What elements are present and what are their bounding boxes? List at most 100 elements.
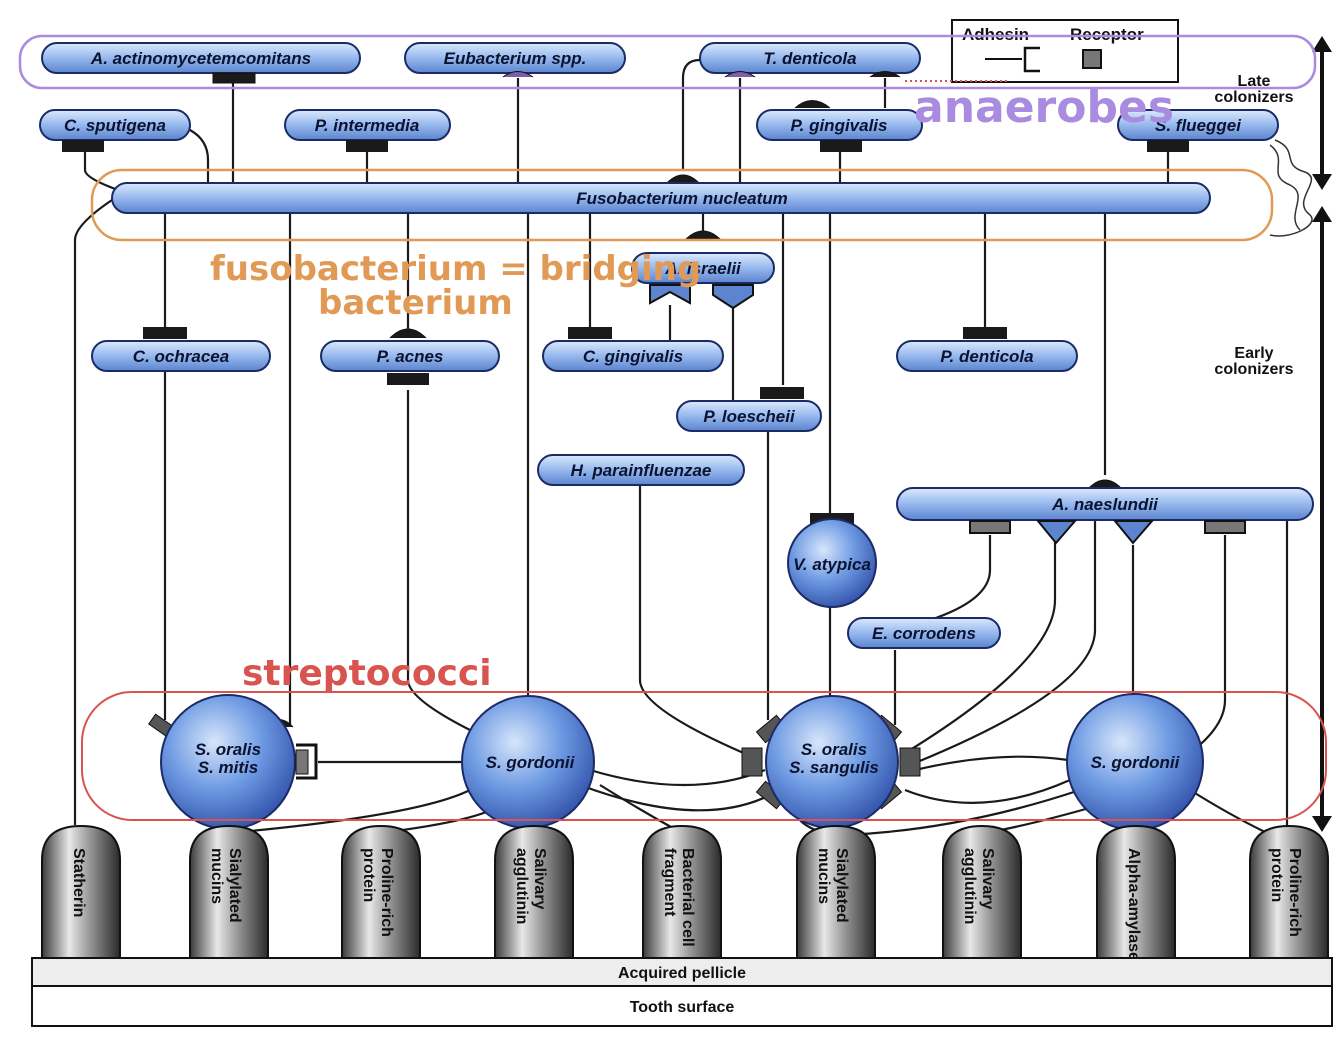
svg-text:S. flueggei: S. flueggei [1155, 116, 1242, 135]
bacterium-t-denticola: T. denticola [699, 42, 921, 78]
late-colonizers: A. actinomycetemcomitans Eubacterium spp… [39, 42, 1313, 237]
anaerobes-highlight-box [18, 34, 1317, 90]
receptor-post: Bacterial cell fragment [642, 824, 722, 961]
bacterium-a-naeslundii: A. naeslundii [896, 479, 1314, 545]
svg-text:P. intermedia: P. intermedia [315, 116, 420, 135]
early-colonizers: S. oralis S. mitis S. gordonii S. oralis… [148, 693, 1204, 831]
early-colonizers-label-2: colonizers [1214, 361, 1293, 378]
bacterium-s-gordonii-2: S. gordonii [1066, 693, 1204, 831]
svg-text:H. parainfluenzae: H. parainfluenzae [571, 461, 712, 480]
svg-text:Statherin: Statherin [70, 848, 87, 917]
fusobacterium-annotation-2: bacterium [318, 283, 513, 323]
bacterium-p-acnes: P. acnes [320, 328, 500, 385]
bacterium-c-ochracea: C. ochracea [91, 327, 271, 372]
streptococci-annotation: streptococci [242, 653, 492, 694]
svg-text:agglutinin: agglutinin [513, 848, 530, 924]
tooth-surface-label: Tooth surface [630, 999, 735, 1016]
tooth-surface-layer [31, 985, 1333, 1027]
svg-text:S. oralis: S. oralis [801, 740, 867, 759]
early-colonizers-label: Early [1234, 345, 1273, 362]
svg-text:S. gordonii: S. gordonii [486, 753, 576, 772]
early-range-arrow-icon [1312, 206, 1332, 832]
connection-lines [73, 58, 1289, 837]
svg-text:V. atypica: V. atypica [793, 555, 871, 574]
svg-text:mucins: mucins [208, 848, 225, 904]
svg-text:T. denticola: T. denticola [763, 49, 856, 68]
bacterium-c-sputigena: C. sputigena [39, 109, 191, 152]
side-labels: Late colonizers Early colonizers [1214, 36, 1332, 832]
bacterium-s-oralis-s-mitis: S. oralis S. mitis [148, 694, 318, 830]
svg-text:E. corrodens: E. corrodens [872, 624, 976, 643]
receptor-post: Salivary agglutinin [494, 824, 574, 961]
base-layers: Acquired pellicle Tooth surface [31, 957, 1333, 1027]
svg-text:A. israelii: A. israelii [664, 259, 742, 278]
middle-colonizers: A. israelii C. ochracea P. acnes C. ging… [91, 230, 1314, 649]
receptor-post: Proline-rich protein [341, 824, 421, 961]
svg-text:C. ochracea: C. ochracea [133, 347, 229, 366]
acquired-pellicle-layer [31, 957, 1333, 987]
svg-text:Sialylated: Sialylated [833, 848, 850, 923]
bacterium-p-denticola: P. denticola [896, 327, 1078, 372]
bacterium-p-loescheii: P. loescheii [676, 387, 822, 432]
svg-text:C. gingivalis: C. gingivalis [583, 347, 683, 366]
late-colonizers-label: Late [1238, 73, 1271, 90]
receptor-post: Statherin [41, 824, 121, 961]
svg-text:S. gordonii: S. gordonii [1091, 753, 1181, 772]
svg-text:Bacterial cell: Bacterial cell [679, 848, 696, 947]
bacterium-p-intermedia: P. intermedia [284, 109, 451, 152]
receptor-post: Salivary agglutinin [942, 824, 1022, 961]
bacterium-c-gingivalis: C. gingivalis [542, 327, 724, 372]
bacterium-s-gordonii-1: S. gordonii [461, 695, 595, 829]
legend-receptor-label: Receptor [1070, 25, 1144, 44]
svg-text:protein: protein [1268, 848, 1285, 902]
svg-text:Eubacterium spp.: Eubacterium spp. [444, 49, 587, 68]
anaerobes-annotation: anaerobes [914, 82, 1174, 133]
bacterium-fusobacterium-nucleatum: Fusobacterium nucleatum [111, 174, 1211, 214]
late-range-arrow-icon [1312, 36, 1332, 190]
legend: Adhesin Receptor [951, 19, 1179, 83]
legend-adhesin-label: Adhesin [962, 25, 1029, 44]
svg-text:P. loescheii: P. loescheii [703, 407, 796, 426]
late-colonizers-label-2: colonizers [1214, 89, 1293, 106]
bacterium-a-israelii: A. israelii [631, 230, 775, 310]
svg-text:Salivary: Salivary [979, 848, 996, 909]
svg-text:P. denticola: P. denticola [940, 347, 1033, 366]
receptor-post: Proline-rich protein [1249, 824, 1329, 961]
svg-text:S. mitis: S. mitis [198, 758, 258, 777]
svg-text:Salivary: Salivary [531, 848, 548, 909]
bacterium-p-gingivalis: P. gingivalis [756, 100, 923, 152]
fusobacterium-annotation: fusobacterium = bridging [210, 249, 701, 289]
adhesin-symbol-icon [985, 46, 1040, 73]
annotations: anaerobes fusobacterium = bridging bacte… [18, 34, 1327, 821]
svg-text:protein: protein [360, 848, 377, 902]
pellicle-receptors: Statherin Sialylated mucins Proline-rich… [41, 824, 1329, 961]
receptor-post: Sialylated mucins [189, 824, 269, 961]
svg-text:Proline-rich: Proline-rich [1286, 848, 1303, 937]
svg-text:P. acnes: P. acnes [377, 347, 444, 366]
bacterium-eubacterium-spp: Eubacterium spp. [404, 42, 626, 78]
svg-text:A. actinomycetemcomitans: A. actinomycetemcomitans [90, 49, 311, 68]
receptor-symbol-icon [1082, 49, 1102, 69]
bacterium-s-flueggei: S. flueggei [1117, 109, 1313, 237]
fusobacterium-highlight-box [90, 168, 1274, 242]
svg-text:A. naeslundii: A. naeslundii [1051, 495, 1159, 514]
svg-text:fragment: fragment [661, 848, 678, 917]
acquired-pellicle-label: Acquired pellicle [618, 965, 746, 982]
flagella-icon [1269, 139, 1313, 237]
streptococci-highlight-box [81, 691, 1327, 821]
bacterium-e-corrodens: E. corrodens [847, 617, 1001, 649]
svg-text:agglutinin: agglutinin [961, 848, 978, 924]
bacterium-s-oralis-s-sangulis: S. oralis S. sangulis [741, 695, 921, 829]
bacterium-a-actinomycetemcomitans: A. actinomycetemcomitans [41, 42, 361, 84]
bacterium-v-atypica: V. atypica [787, 513, 877, 608]
receptor-post: Sialylated mucins [796, 824, 876, 961]
svg-text:mucins: mucins [815, 848, 832, 904]
svg-text:Sialylated: Sialylated [226, 848, 243, 923]
svg-text:Proline-rich: Proline-rich [378, 848, 395, 937]
receptor-post: Alpha-amylase [1096, 824, 1176, 961]
svg-text:Fusobacterium nucleatum: Fusobacterium nucleatum [576, 189, 788, 208]
bacterium-h-parainfluenzae: H. parainfluenzae [537, 454, 745, 486]
svg-text:P. gingivalis: P. gingivalis [790, 116, 887, 135]
svg-text:Alpha-amylase: Alpha-amylase [1125, 848, 1142, 961]
